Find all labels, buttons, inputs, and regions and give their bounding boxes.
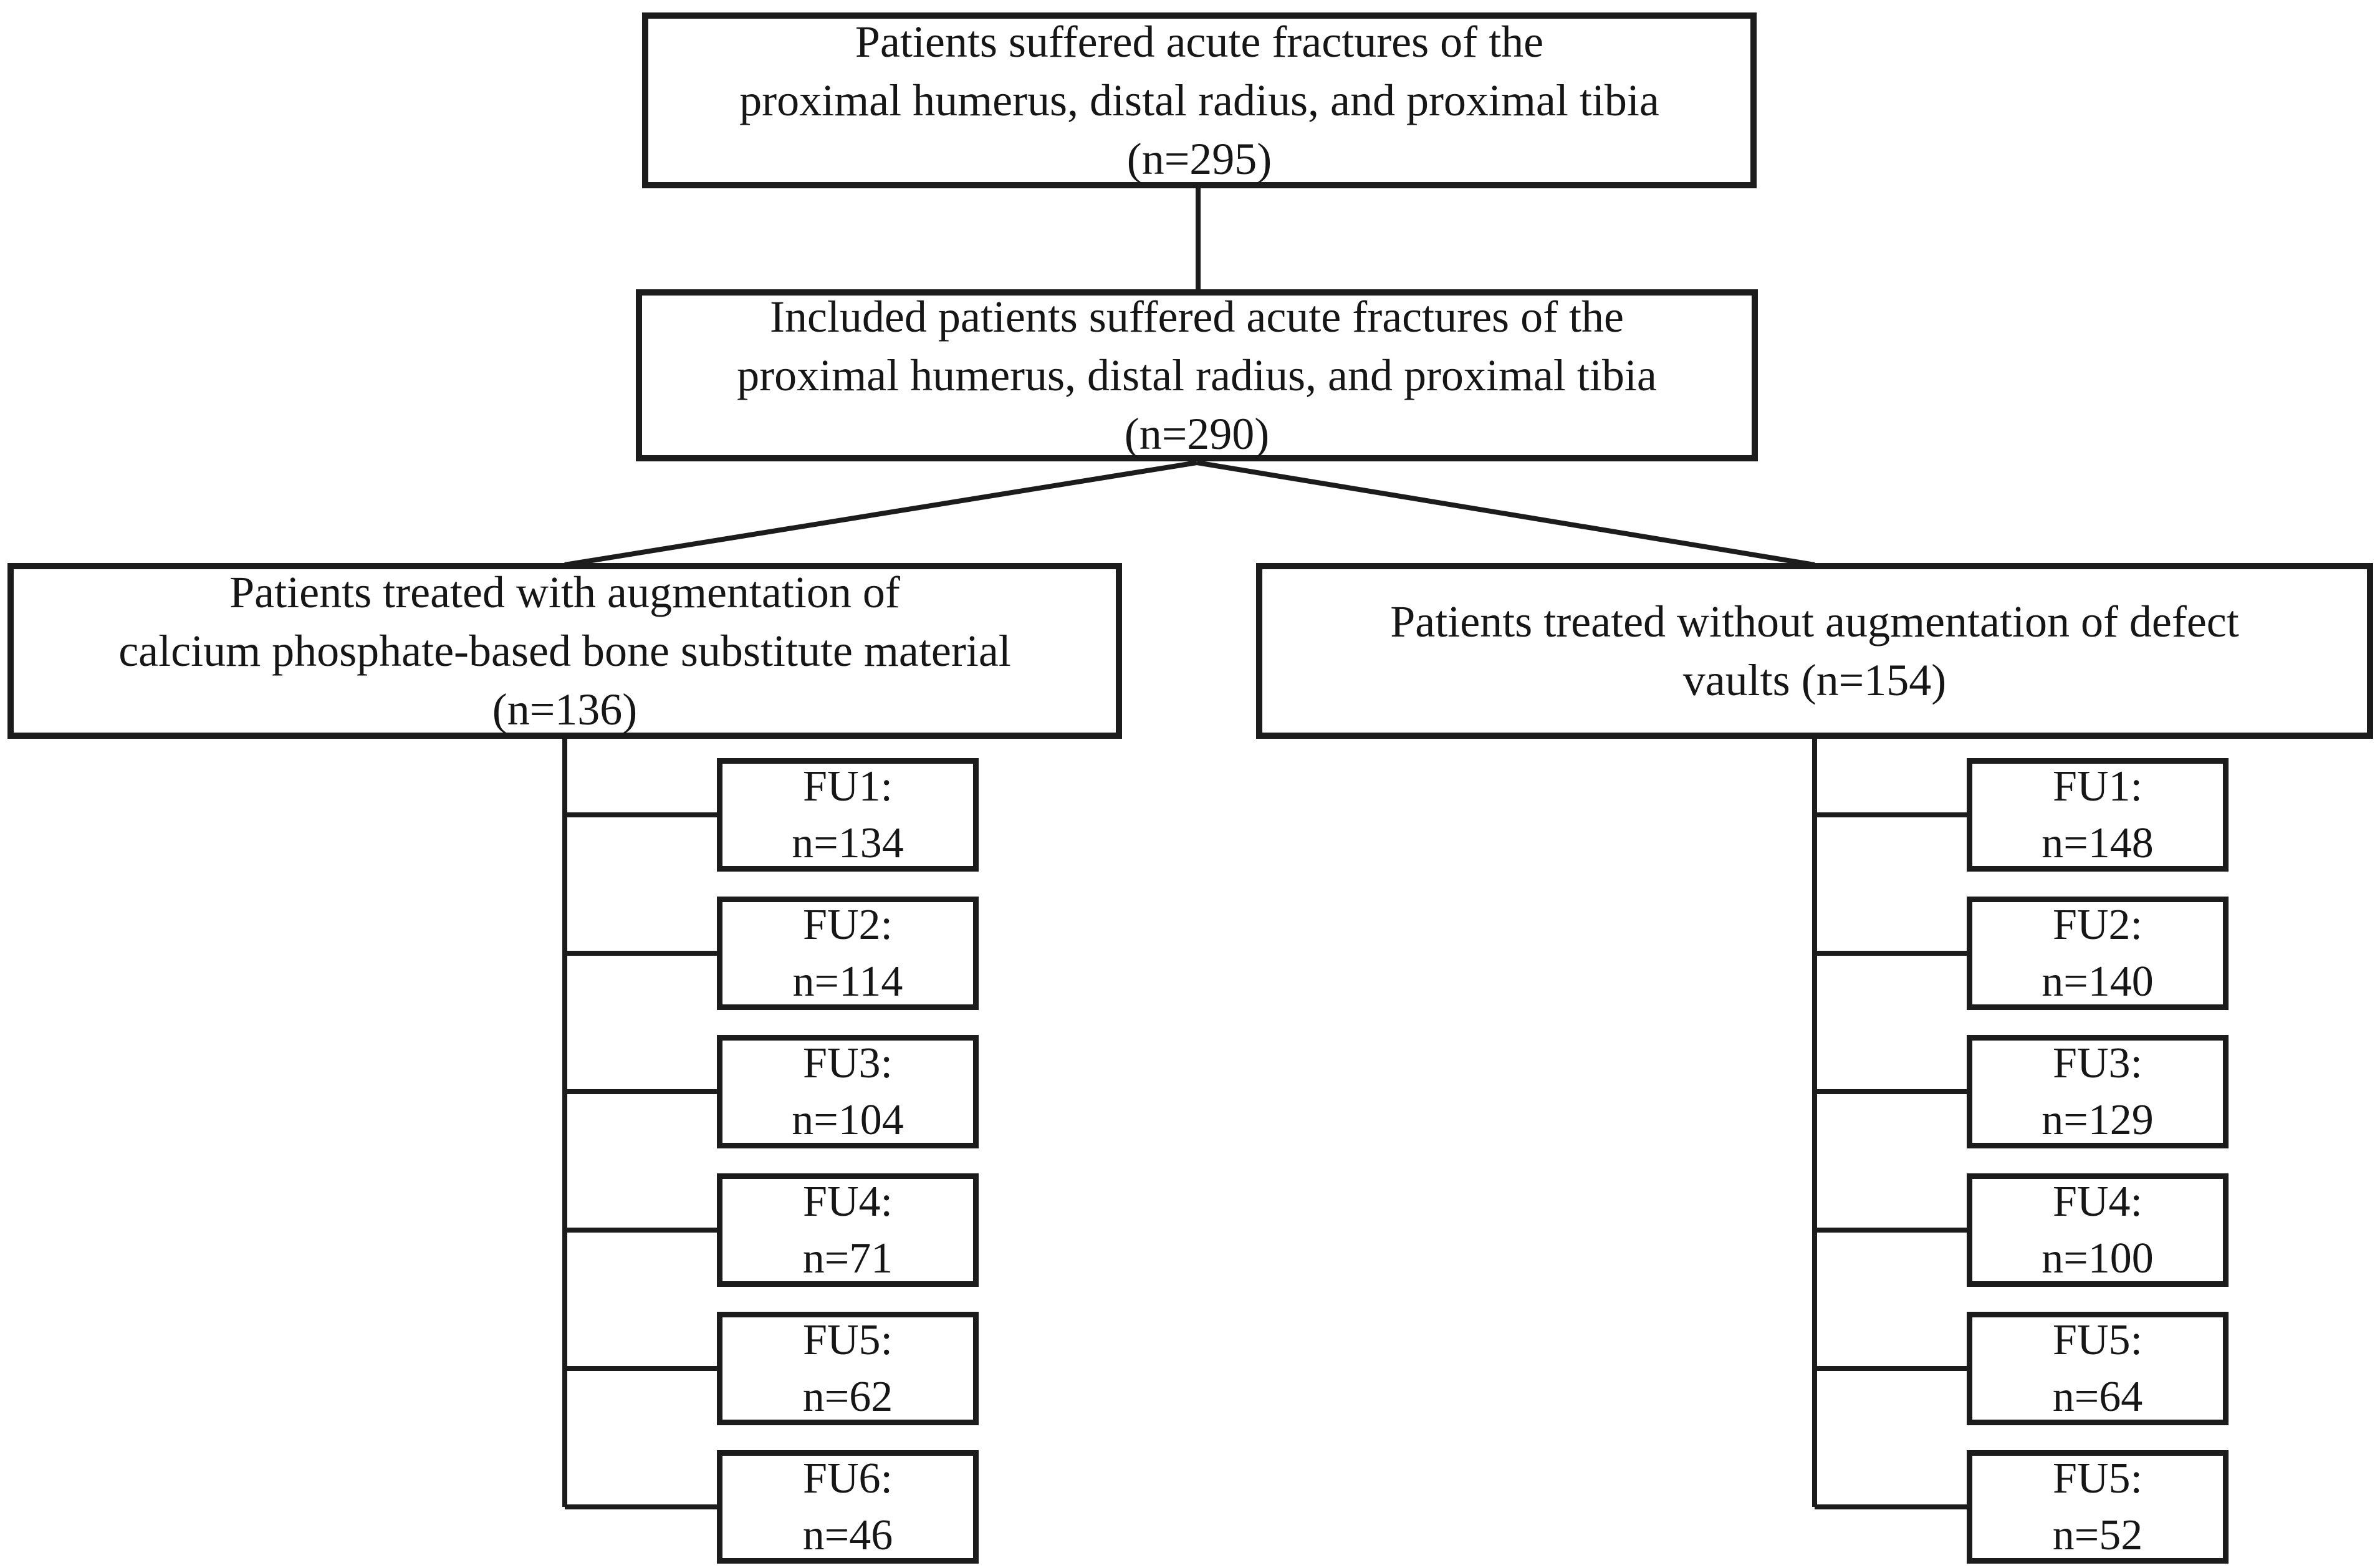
followup-label: FU5: — [803, 1316, 893, 1364]
left-branch-line — [564, 460, 1197, 567]
box-non-augmented-group-line2: vaults (n=154) — [1682, 655, 1947, 705]
box-non-augmented-group: Patients treated without augmentation of… — [1256, 563, 2373, 739]
box-augmented-group: Patients treated with augmentation of ca… — [7, 563, 1122, 739]
followup-label: FU3: — [2053, 1039, 2142, 1087]
box-acute-fractures-count: (n=295) — [1126, 134, 1272, 184]
left-followup-box-6: FU6: n=46 — [717, 1450, 979, 1564]
box-included-patients: Included patients suffered acute fractur… — [636, 289, 1758, 461]
left-followup-box-1: FU1: n=134 — [717, 758, 979, 872]
followup-count: n=114 — [792, 958, 903, 1006]
followup-count: n=71 — [802, 1234, 893, 1282]
followup-label: FU5: — [2053, 1455, 2142, 1503]
box-augmented-group-line2: calcium phosphate-based bone substitute … — [118, 626, 1011, 676]
box-acute-fractures-line1: Patients suffered acute fractures of the — [855, 17, 1544, 67]
left-followup-box-4: FU4: n=71 — [717, 1173, 979, 1287]
followup-label: FU1: — [2053, 762, 2142, 810]
box-acute-fractures-line2: proximal humerus, distal radius, and pro… — [739, 75, 1659, 125]
box-augmented-group-count: (n=136) — [492, 685, 638, 734]
followup-count: n=140 — [2042, 958, 2154, 1006]
followup-label: FU6: — [803, 1455, 893, 1503]
followup-count: n=129 — [2042, 1096, 2154, 1144]
box-non-augmented-group-line1: Patients treated without augmentation of… — [1390, 597, 2239, 647]
right-followup-box-2: FU2: n=140 — [1967, 897, 2229, 1010]
box-included-patients-line1: Included patients suffered acute fractur… — [769, 292, 1624, 342]
right-branch-line — [1196, 460, 1815, 567]
right-followup-box-1: FU1: n=148 — [1967, 758, 2229, 872]
box-augmented-group-line1: Patients treated with augmentation of — [229, 567, 900, 617]
followup-count: n=100 — [2042, 1234, 2154, 1282]
followup-label: FU2: — [2053, 901, 2142, 949]
right-followup-box-6: FU5: n=52 — [1967, 1450, 2229, 1564]
followup-count: n=46 — [802, 1511, 893, 1559]
followup-label: FU4: — [2053, 1178, 2142, 1226]
box-included-patients-line2: proximal humerus, distal radius, and pro… — [737, 350, 1657, 400]
left-followup-box-3: FU3: n=104 — [717, 1035, 979, 1148]
followup-label: FU2: — [803, 901, 893, 949]
followup-count: n=52 — [2052, 1511, 2143, 1559]
followup-count: n=62 — [802, 1373, 893, 1421]
right-followup-box-4: FU4: n=100 — [1967, 1173, 2229, 1287]
followup-count: n=148 — [2042, 819, 2154, 867]
right-followup-box-5: FU5: n=64 — [1967, 1312, 2229, 1425]
followup-label: FU4: — [803, 1178, 893, 1226]
followup-label: FU1: — [803, 762, 893, 810]
followup-count: n=64 — [2052, 1373, 2143, 1421]
followup-count: n=134 — [792, 819, 904, 867]
right-followup-box-3: FU3: n=129 — [1967, 1035, 2229, 1148]
left-followup-box-5: FU5: n=62 — [717, 1312, 979, 1425]
followup-label: FU5: — [2053, 1316, 2142, 1364]
box-acute-fractures: Patients suffered acute fractures of the… — [642, 12, 1757, 188]
followup-count: n=104 — [792, 1096, 904, 1144]
box-included-patients-count: (n=290) — [1124, 409, 1270, 459]
followup-label: FU3: — [803, 1039, 893, 1087]
left-followup-box-2: FU2: n=114 — [717, 897, 979, 1010]
